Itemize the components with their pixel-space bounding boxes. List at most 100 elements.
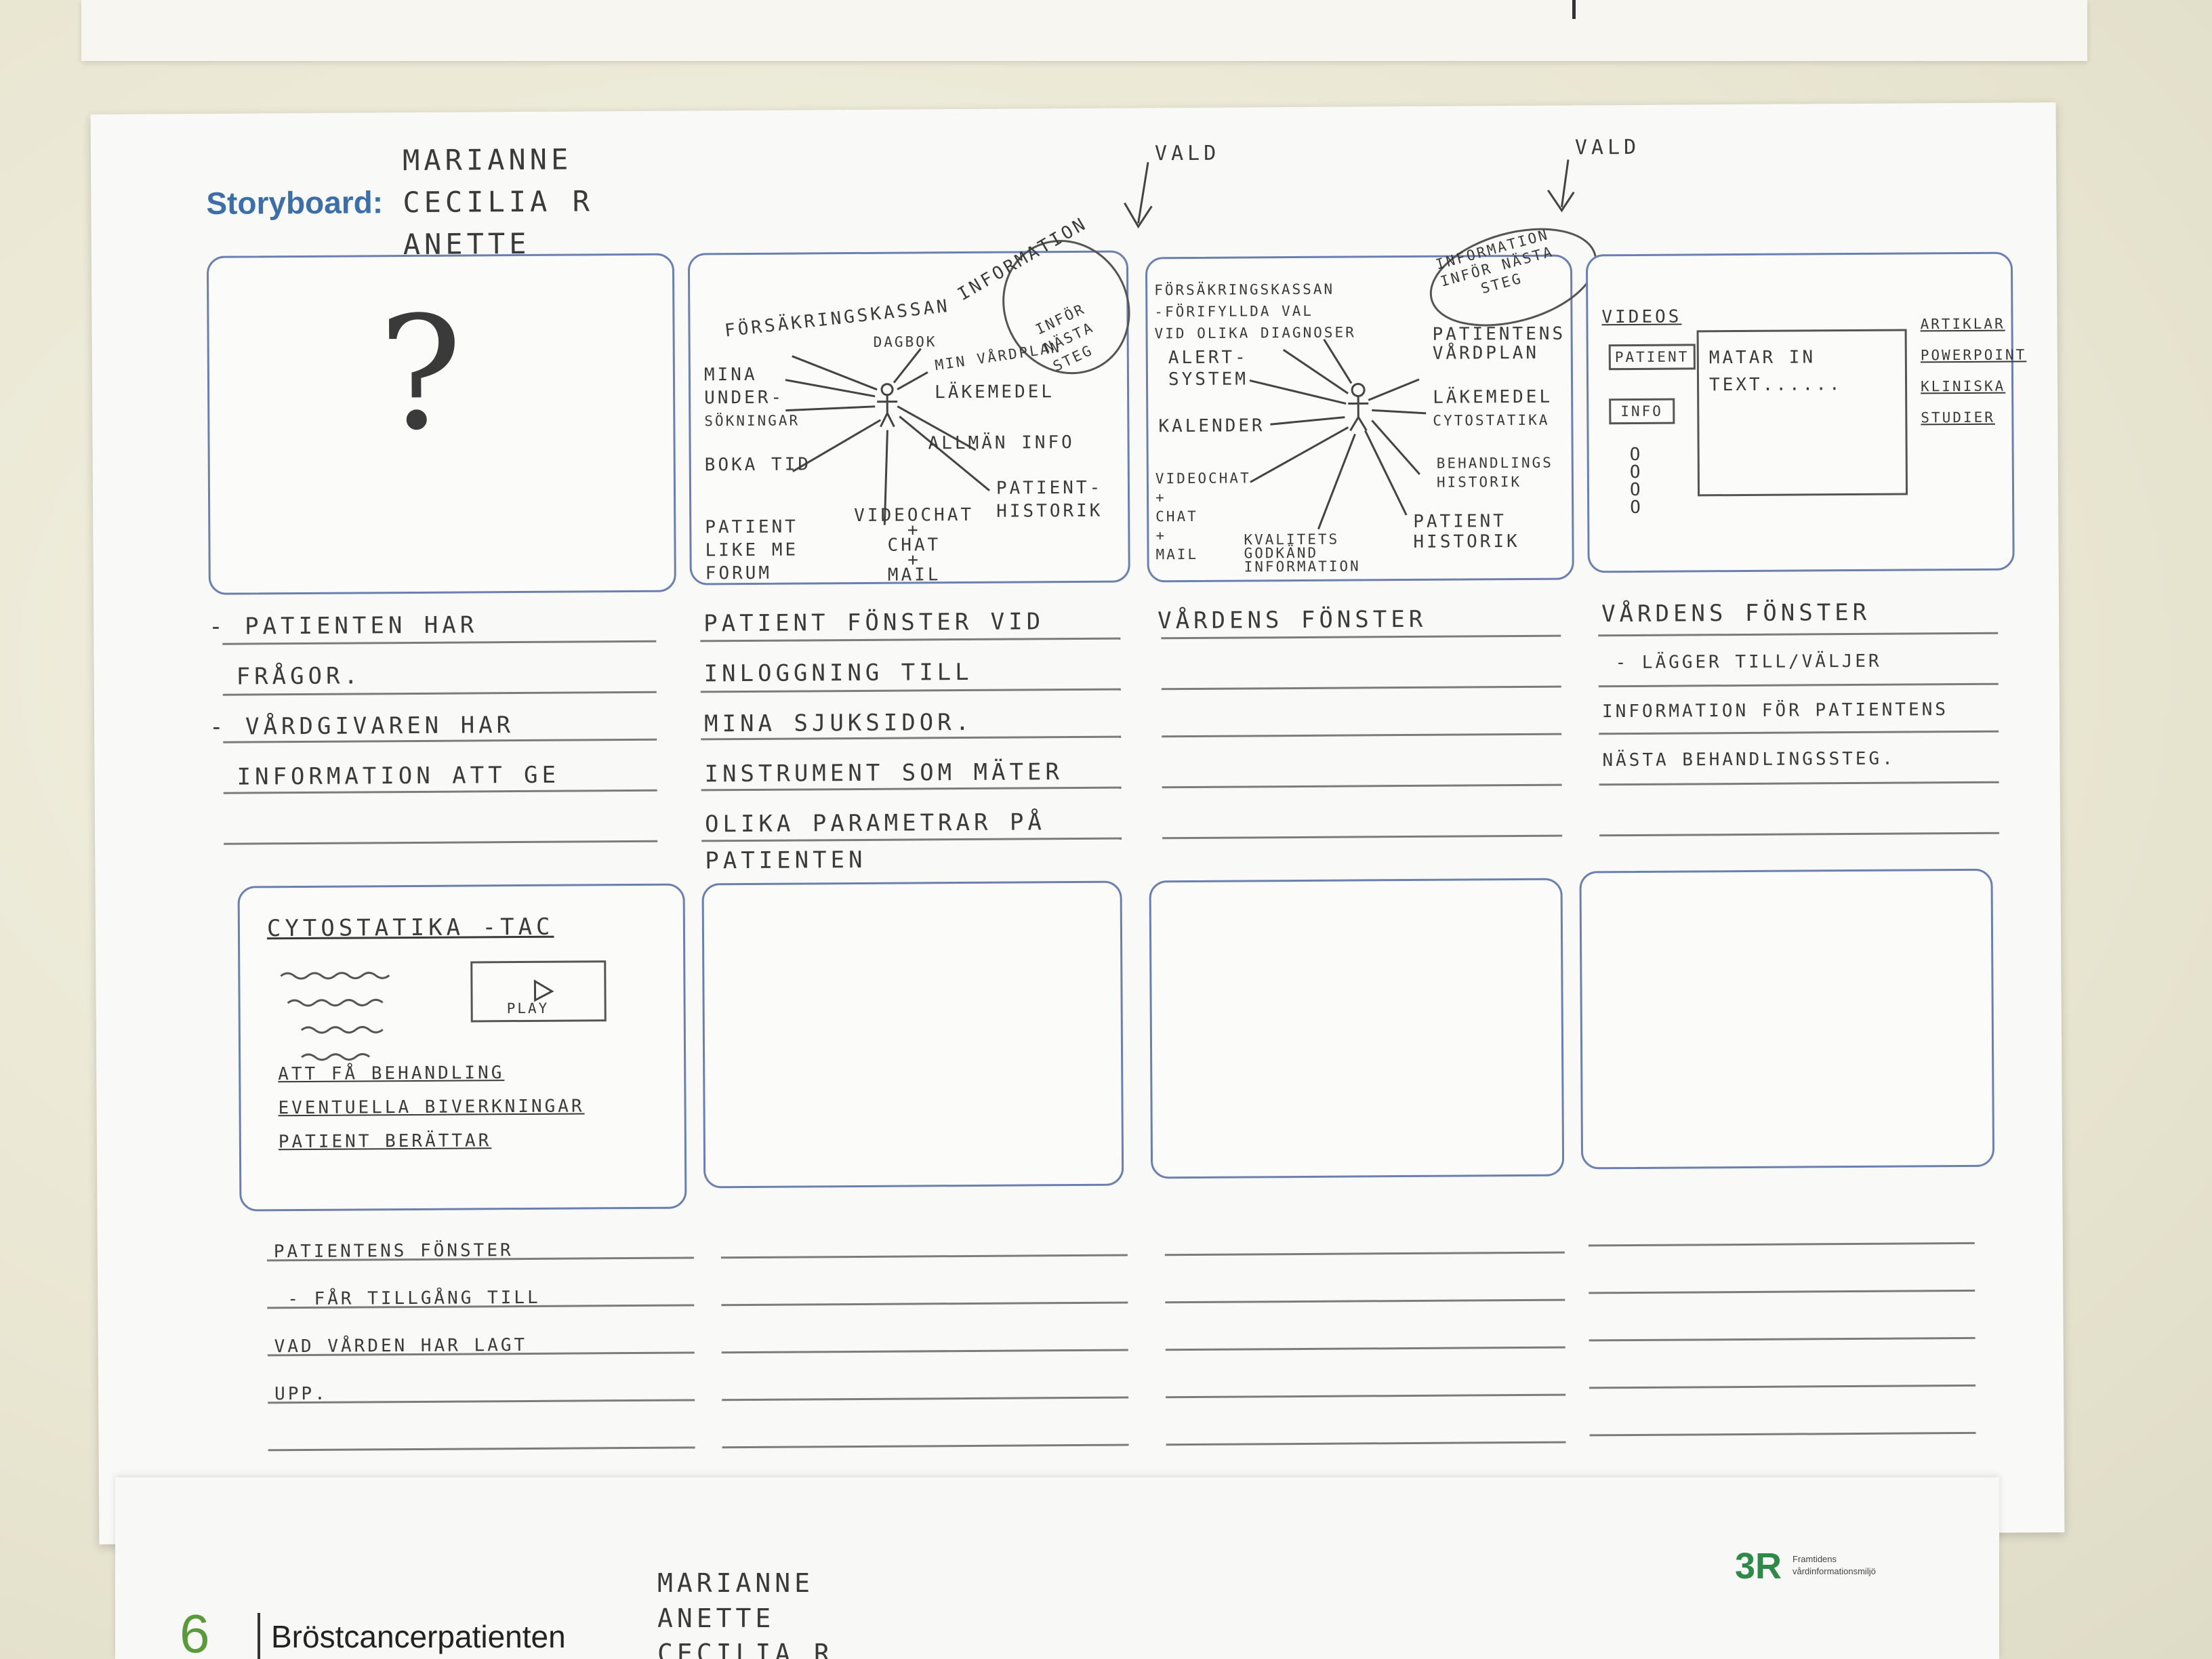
item-line: PATIENT BERÄTTAR	[278, 1130, 492, 1153]
label-forsakringskassan: FÖRSÄKRINGSKASSAN -FÖRIFYLLDA VAL VID OL…	[1154, 278, 1356, 344]
label-line: PATIENTENS	[1432, 323, 1566, 345]
caption-line: - LÄGGER TILL/VÄLJER	[1615, 651, 1882, 674]
panel-8	[1579, 868, 1995, 1170]
info-tab-button[interactable]: INFO	[1609, 398, 1675, 425]
caption-line: VAD VÅRDEN HAR LAGT	[274, 1334, 528, 1357]
vald-arrows	[1124, 159, 1575, 229]
label-kalender: KALENDER	[1158, 415, 1265, 437]
caption-panel-5: PATIENTENS FÖNSTER - FÅR TILLGÅNG TILL V…	[274, 1227, 541, 1418]
link-kliniska[interactable]: KLINISKA	[1921, 377, 2006, 395]
text-input-box[interactable]: MATAR IN TEXT......	[1696, 329, 1908, 497]
label-line: VÅRDPLAN	[1432, 342, 1540, 364]
sheet-title: Bröstcancerpatienten	[271, 1619, 566, 1654]
panel-5: CYTOSTATIKA -TAC PLAY ATT FÅ BEHANDLING …	[237, 883, 687, 1212]
label-line: HISTORIK	[996, 500, 1103, 522]
panel-4: VIDEOS PATIENT INFO oooo MATAR IN TEXT..…	[1585, 251, 2026, 573]
bottom-paper-sheet: 6 Bröstcancerpatienten MARIANNE ANETTE C…	[115, 1477, 1999, 1659]
label-line: +	[1155, 489, 1166, 506]
label-line: HISTORIK	[1413, 531, 1520, 552]
label-line: CYTOSTATIKA	[1433, 411, 1550, 429]
caption-line: INFORMATION ATT GE	[237, 761, 560, 791]
label-line: SÖKNINGAR	[704, 412, 800, 430]
label-line: -FÖRIFYLLDA VAL	[1154, 302, 1314, 321]
label-allman-info: ALLMÄN INFO	[928, 432, 1075, 454]
side-links: ARTIKLAR POWERPOINT KLINISKA STUDIER	[1920, 308, 2027, 433]
label-patient-like-me: PATIENT LIKE ME FORUM	[705, 516, 798, 586]
label-line: LÄKEMEDEL	[1433, 386, 1553, 408]
link-powerpoint[interactable]: POWERPOINT	[1920, 346, 2027, 364]
label-line: MAIL	[1155, 546, 1199, 563]
pen-mark	[1572, 0, 1576, 19]
caption-line: MINA SJUKSIDOR.	[703, 708, 974, 738]
author-name: CECILIA R	[657, 1639, 834, 1659]
label-line: FORUM	[705, 562, 773, 584]
label-kvalitets: KVALITETS GODKÄND INFORMATION	[1244, 531, 1361, 575]
divider	[258, 1613, 260, 1659]
label-line: +	[1155, 527, 1167, 544]
caption-line: VÅRDENS FÖNSTER	[1601, 598, 1871, 628]
item-line: ATT FÅ BEHANDLING	[278, 1063, 505, 1085]
sheet-number: 6	[180, 1603, 210, 1659]
video-player[interactable]: PLAY	[470, 960, 607, 1023]
label-patienthistorik: PATIENT- HISTORIK	[996, 476, 1103, 523]
author-name: MARIANNE	[657, 1568, 815, 1598]
textbox-content: MATAR IN TEXT......	[1709, 344, 1843, 398]
label-videochat: VIDEOCHAT + CHAT + MAIL	[1155, 468, 1252, 564]
label-patienthistorik: PATIENT HISTORIK	[1413, 511, 1520, 552]
link-artiklar[interactable]: ARTIKLAR	[1920, 315, 2005, 333]
more-dots: oooo	[1629, 444, 1645, 518]
text-squiggles	[280, 971, 554, 1061]
link-studier[interactable]: STUDIER	[1921, 409, 1995, 426]
label-line: FÖRSÄKRINGSKASSAN	[1154, 281, 1335, 299]
label-line: CHAT	[1155, 508, 1198, 525]
question-mark: ?	[378, 283, 464, 466]
label-patientens-vardplan: PATIENTENS VÅRDPLAN	[1432, 323, 1566, 364]
caption-panel-1: - PATIENTEN HAR FRÅGOR. - VÅRDGIVAREN HA…	[209, 600, 560, 802]
storyboard-sheet: Storyboard: MARIANNE CECILIA R ANETTE VA…	[90, 102, 2065, 1544]
label-alertsystem: ALERT- SYSTEM	[1168, 346, 1248, 390]
label-line: SYSTEM	[1168, 369, 1249, 390]
caption-line: INSTRUMENT SOM MÄTER	[704, 758, 1064, 788]
label-line: LIKE ME	[705, 539, 799, 561]
logo-3r: 3R	[1735, 1546, 1782, 1586]
patient-tab-button[interactable]: PATIENT	[1608, 344, 1696, 371]
label-mina-undersokningar: MINA UNDER- SÖKNINGAR	[704, 363, 800, 432]
logo-text-line: vårdinformationsmiljö	[1793, 1566, 1876, 1576]
mindmap-lines	[785, 240, 1130, 525]
label-dagbok: DAGBOK	[873, 333, 937, 350]
play-button[interactable]: PLAY	[506, 1000, 550, 1017]
label-line: MINA	[703, 364, 758, 386]
caption-line: PATIENTENS FÖNSTER	[273, 1240, 514, 1263]
item-line: EVENTUELLA BIVERKNINGAR	[278, 1096, 585, 1119]
panel-6	[701, 880, 1124, 1189]
label-lakemedel: LÄKEMEDEL	[935, 382, 1055, 403]
label-videochat: VIDEOCHAT + CHAT + MAIL	[854, 505, 975, 586]
author-name: ANETTE	[657, 1603, 775, 1633]
panel-2: INFORMATION INFÖR NÄSTA STEG FÖRSÄKRINGS…	[687, 213, 1130, 586]
label-line: BEHANDLINGS	[1436, 454, 1553, 472]
top-paper-sheet	[81, 0, 2087, 61]
textbox-line: MATAR IN	[1708, 347, 1816, 369]
panel-1: ?	[206, 253, 676, 595]
label-line: INFORMATION	[1244, 558, 1361, 575]
bottom-authors: MARIANNE ANETTE CECILIA R	[657, 1565, 834, 1659]
label-line: ALERT-	[1168, 347, 1248, 369]
label-line: UNDER-	[704, 387, 785, 409]
panel-5-items: ATT FÅ BEHANDLING EVENTUELLA BIVERKNINGA…	[278, 1055, 585, 1159]
label-boka-tid: BOKA TID	[704, 454, 812, 476]
label-behandlingshistorik: BEHANDLINGS HISTORIK	[1437, 453, 1553, 492]
label-line: MAIL	[887, 565, 941, 586]
videos-label: VIDEOS	[1601, 306, 1682, 328]
caption-line: UPP.	[274, 1383, 328, 1405]
caption-line: NÄSTA BEHANDLINGSSTEG.	[1602, 748, 1896, 771]
panel-3: INFORMATION INFÖR NÄSTA STEG FÖRSÄKRINGS…	[1145, 226, 1597, 583]
label-line: PATIENT-	[996, 477, 1103, 499]
caption-line: - VÅRDGIVAREN HAR	[209, 712, 515, 741]
logo-text-line: Framtidens	[1793, 1554, 1837, 1564]
logo-tagline: Framtidens vårdinformationsmiljö	[1793, 1553, 1876, 1578]
label-line: VIDEOCHAT	[1155, 470, 1251, 487]
caption-line: - FÅR TILLGÅNG TILL	[287, 1287, 541, 1310]
mindmap-lines	[1249, 228, 1597, 530]
label-line: PATIENT	[705, 516, 798, 538]
textbox-line: TEXT......	[1708, 374, 1843, 396]
